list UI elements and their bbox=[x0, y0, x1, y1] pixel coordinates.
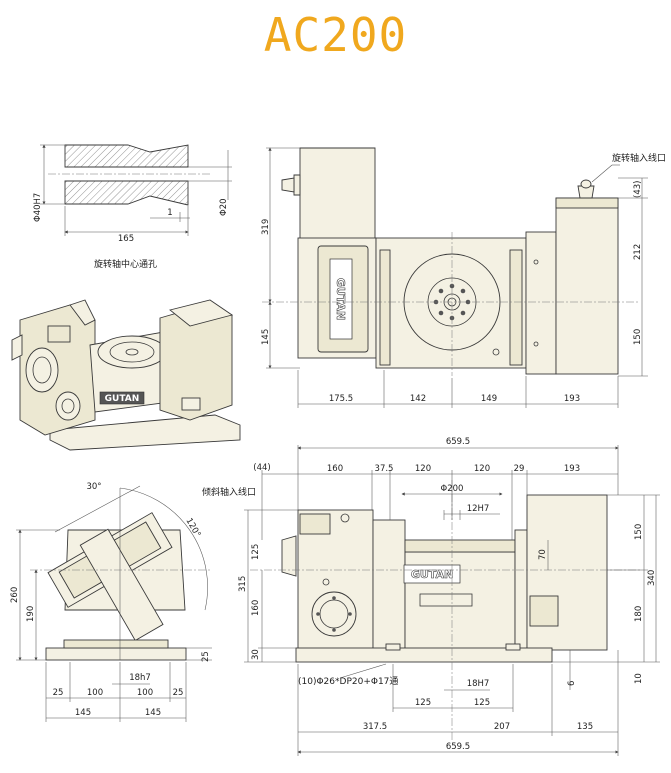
dim-front-160: 160 bbox=[327, 464, 343, 474]
dim-front-160-vert: 160 bbox=[251, 600, 261, 616]
top-view: GUTAN bbox=[262, 147, 648, 408]
dim-front-6595-top: 659.5 bbox=[446, 437, 470, 447]
top-logo: GUTAN bbox=[334, 278, 347, 320]
dim-front-10: 10 bbox=[634, 673, 644, 684]
dim-bore-1: 1 bbox=[167, 208, 172, 218]
isometric-view: GUTAN bbox=[11, 299, 241, 451]
dim-side-18h7: 18h7 bbox=[129, 673, 151, 683]
dim-front-180: 180 bbox=[634, 606, 644, 622]
dim-front-193: 193 bbox=[564, 464, 580, 474]
dim-front-30: 30 bbox=[251, 649, 261, 660]
dim-front-phi200: Φ200 bbox=[441, 484, 464, 494]
dim-front-135: 135 bbox=[577, 722, 593, 732]
dim-front-150: 150 bbox=[634, 524, 644, 540]
dim-front-6595-bottom: 659.5 bbox=[446, 742, 470, 752]
dim-top-193: 193 bbox=[564, 394, 580, 404]
dim-front-125-br: 125 bbox=[474, 698, 490, 708]
dim-top-142: 142 bbox=[410, 394, 426, 404]
dim-bore-phi20: Φ20 bbox=[219, 198, 229, 216]
dim-side-190: 190 bbox=[26, 606, 36, 622]
dim-side-260: 260 bbox=[10, 587, 20, 603]
caption-through-holes: (10)Φ26*DP20+Φ17通 bbox=[298, 676, 398, 687]
dim-front-120-right: 120 bbox=[474, 464, 490, 474]
dim-front-125-bl: 125 bbox=[415, 698, 431, 708]
dim-front-3175: 317.5 bbox=[363, 722, 387, 732]
dim-front-375: 37.5 bbox=[375, 464, 394, 474]
dim-side-145-left: 145 bbox=[75, 708, 91, 718]
dim-top-149: 149 bbox=[481, 394, 497, 404]
dim-front-70: 70 bbox=[538, 549, 548, 560]
dim-front-18H7: 18H7 bbox=[467, 679, 490, 689]
dim-front-12h7: 12H7 bbox=[467, 504, 490, 514]
dim-top-145: 145 bbox=[261, 329, 271, 345]
dim-side-100-right: 100 bbox=[137, 688, 153, 698]
dim-tilt-30: 30° bbox=[86, 482, 101, 492]
dim-top-212: 212 bbox=[633, 244, 643, 260]
dim-front-120-left: 120 bbox=[415, 464, 431, 474]
front-view: GUTAN bbox=[244, 445, 660, 756]
dim-top-1755: 175.5 bbox=[329, 394, 353, 404]
dim-front-125-left: 125 bbox=[251, 544, 261, 560]
dim-top-150: 150 bbox=[633, 329, 643, 345]
dim-bore-165: 165 bbox=[118, 234, 134, 244]
dim-bore-phi40: Φ40H7 bbox=[33, 193, 43, 222]
dim-tilt-120: 120° bbox=[183, 517, 202, 540]
dim-front-6: 6 bbox=[567, 681, 577, 686]
dim-front-29: 29 bbox=[514, 464, 525, 474]
side-tilt-view bbox=[16, 485, 212, 722]
bore-section-view bbox=[40, 144, 232, 236]
front-logo: GUTAN bbox=[411, 568, 453, 581]
dim-side-25-left: 25 bbox=[53, 688, 64, 698]
dim-side-100-left: 100 bbox=[87, 688, 103, 698]
caption-rotary-inlet: 旋转轴入线口 bbox=[612, 152, 666, 164]
iso-logo: GUTAN bbox=[105, 394, 140, 404]
dim-top-319: 319 bbox=[261, 219, 271, 235]
caption-bore: 旋转轴中心通孔 bbox=[94, 258, 157, 270]
dim-side-145-right: 145 bbox=[145, 708, 161, 718]
dim-top-43: (43) bbox=[633, 181, 643, 198]
dim-side-25-right: 25 bbox=[173, 688, 184, 698]
page-title: AC200 bbox=[263, 8, 408, 62]
dim-front-340: 340 bbox=[647, 570, 657, 586]
dim-front-315: 315 bbox=[238, 576, 248, 592]
caption-tilt-inlet: 倾斜轴入线口 bbox=[202, 486, 256, 498]
dim-front-44: (44) bbox=[253, 463, 270, 473]
dim-side-25-vert: 25 bbox=[201, 651, 211, 662]
dim-front-207: 207 bbox=[494, 722, 510, 732]
